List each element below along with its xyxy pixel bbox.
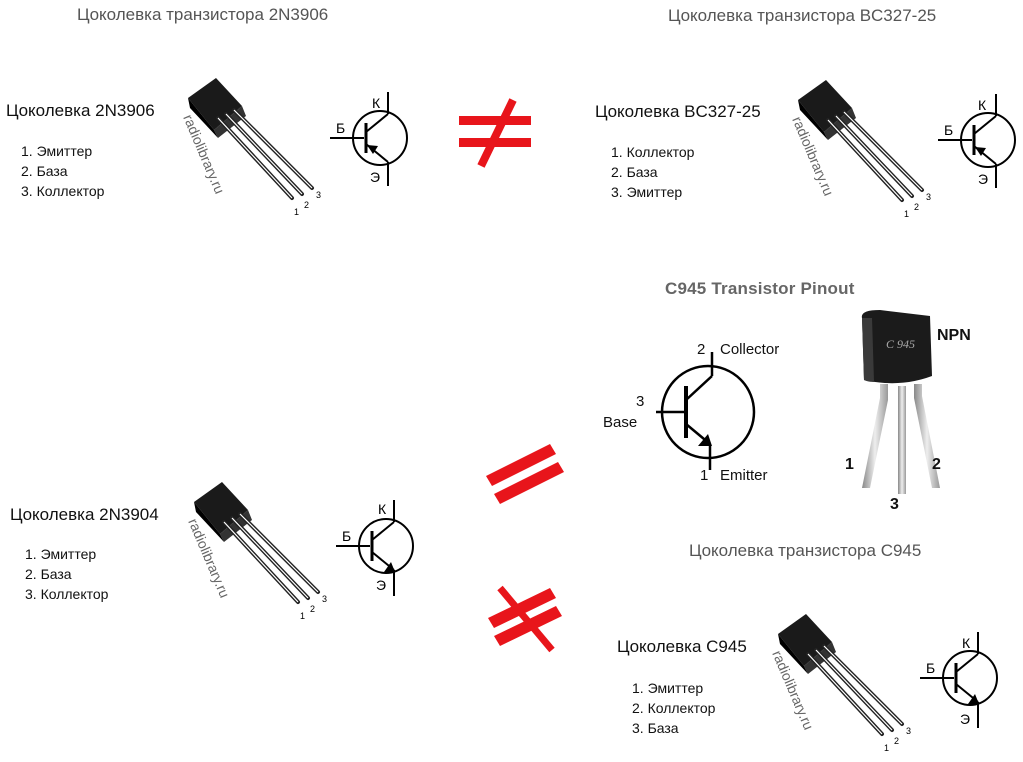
lead-label: 2 xyxy=(894,736,899,746)
npn-type-label: NPN xyxy=(937,327,971,344)
package-marking: C 945 xyxy=(886,337,915,351)
lead-label: 3 xyxy=(316,190,321,200)
equal-sign xyxy=(486,444,564,504)
title-bc327: Цоколевка транзистора BC327-25 xyxy=(668,6,937,25)
emitter-label: Э xyxy=(370,169,380,185)
pinout-title-c945: Цоколевка C945 xyxy=(617,637,747,656)
pin-item: 3. Коллектор xyxy=(21,183,105,199)
base-pin-number: 3 xyxy=(636,393,645,410)
leg-label-2: 2 xyxy=(932,456,941,473)
emitter-label: Э xyxy=(376,577,386,593)
npn-symbol-c945-pinout xyxy=(656,352,756,470)
package-leads xyxy=(806,644,904,736)
title-2n3906: Цоколевка транзистора 2N3906 xyxy=(77,5,329,24)
pin-list-bc327: 1. Коллектор 2. База 3. Эмиттер xyxy=(611,142,694,202)
pin-item: 2. Коллектор xyxy=(632,700,716,716)
collector-label: К xyxy=(962,635,971,651)
pin-item: 1. Эмиттер xyxy=(632,680,704,696)
lead-label: 2 xyxy=(914,202,919,212)
package-leads xyxy=(216,108,314,200)
lead-label: 1 xyxy=(300,611,305,621)
title-c945: Цоколевка транзистора C945 xyxy=(689,541,922,560)
c945-package-photo: C 945 xyxy=(861,310,940,494)
emitter-label: Э xyxy=(960,711,970,727)
collector-pin-number: 2 xyxy=(697,341,706,358)
base-label: Б xyxy=(342,528,351,544)
lead-label: 3 xyxy=(322,594,327,604)
collector-label: К xyxy=(378,501,387,517)
package-leads xyxy=(826,110,924,202)
pin-list-c945: 1. Эмиттер 2. Коллектор 3. База xyxy=(632,678,715,738)
base-label: Б xyxy=(944,122,953,138)
not-equal-sign-slanted xyxy=(488,585,562,653)
pnp-symbol-bc327: К Б Э xyxy=(938,94,1016,188)
lead-label: 3 xyxy=(926,192,931,202)
lead-label: 1 xyxy=(884,743,889,753)
lead-label: 2 xyxy=(304,200,309,210)
pin-item: 2. База xyxy=(611,164,658,180)
pinout-title-2n3906: Цоколевка 2N3906 xyxy=(6,101,155,120)
base-label: Base xyxy=(603,414,638,431)
pin-item: 1. Эмиттер xyxy=(25,546,97,562)
pin-item: 1. Эмиттер xyxy=(21,143,93,159)
emitter-label: Э xyxy=(978,171,988,187)
lead-label: 3 xyxy=(906,726,911,736)
to92-package-2n3906: 1 2 3 xyxy=(188,78,321,217)
pin-list-2n3904: 1. Эмиттер 2. База 3. Коллектор xyxy=(25,544,108,604)
emitter-pin-number: 1 xyxy=(700,467,709,484)
to92-package-bc327: 1 2 3 xyxy=(798,80,931,219)
base-label: Б xyxy=(336,120,345,136)
pin-item: 2. База xyxy=(21,163,68,179)
emitter-label: Emitter xyxy=(720,467,768,484)
to92-package-2n3904: 1 2 3 xyxy=(194,482,327,621)
collector-label: К xyxy=(372,95,381,111)
pin-item: 1. Коллектор xyxy=(611,144,695,160)
pin-item: 3. Эмиттер xyxy=(611,184,683,200)
pnp-symbol-2n3906: К Б Э xyxy=(330,92,408,186)
leg-label-3: 3 xyxy=(890,496,899,513)
pin-list-2n3906: 1. Эмиттер 2. База 3. Коллектор xyxy=(21,141,104,201)
c945-pinout-title: C945 Transistor Pinout xyxy=(665,279,855,298)
pinout-title-bc327: Цоколевка BC327-25 xyxy=(595,102,761,121)
pinout-title-2n3904: Цоколевка 2N3904 xyxy=(10,505,159,524)
collector-label: К xyxy=(978,97,987,113)
pin-item: 2. База xyxy=(25,566,72,582)
pin-item: 3. База xyxy=(632,720,679,736)
package-leads xyxy=(222,512,320,604)
pin-item: 3. Коллектор xyxy=(25,586,109,602)
to92-package-c945: 1 2 3 xyxy=(778,614,911,753)
not-equal-sign xyxy=(459,98,531,168)
lead-label: 2 xyxy=(310,604,315,614)
npn-symbol-2n3904: К Б Э xyxy=(336,500,414,596)
lead-label: 1 xyxy=(294,207,299,217)
base-label: Б xyxy=(926,660,935,676)
collector-label: Collector xyxy=(720,341,780,358)
leg-label-1: 1 xyxy=(845,456,854,473)
lead-label: 1 xyxy=(904,209,909,219)
npn-symbol-c945: К Б Э xyxy=(920,632,998,728)
